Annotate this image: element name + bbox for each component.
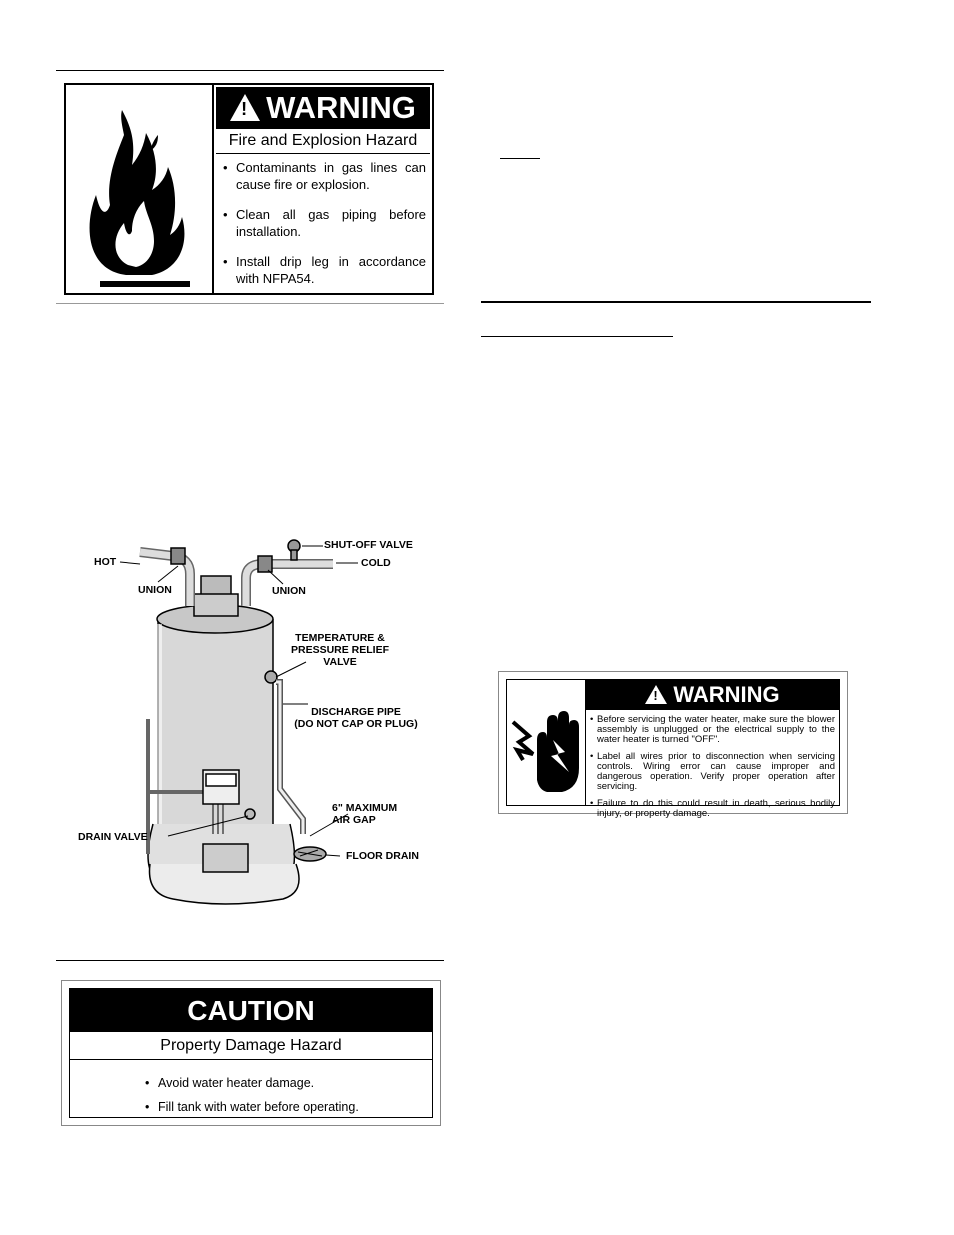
water-heater-illustration — [119, 539, 358, 905]
caution-top-rule — [56, 960, 444, 961]
electric-shock-hand-icon — [511, 711, 579, 792]
warning-signal-word: WARNING — [266, 90, 416, 125]
caution-banner: CAUTION — [70, 989, 432, 1032]
fire-warning-box: WARNING Fire and Explosion Hazard Contam… — [64, 83, 434, 295]
flame-pictogram — [66, 85, 214, 293]
underline-rule-right — [481, 336, 673, 337]
list-item: Fill tank with water before operating. — [142, 1099, 359, 1115]
flame-icon — [89, 110, 190, 287]
list-item: Label all wires prior to disconnection w… — [590, 752, 835, 792]
alert-triangle-icon — [230, 93, 261, 121]
label-shutoff-valve: SHUT-OFF VALVE — [324, 539, 413, 551]
list-item: Contaminants in gas lines can cause fire… — [220, 159, 426, 193]
alert-triangle-icon — [645, 684, 668, 704]
label-hot: HOT — [94, 556, 117, 568]
label-union-left: UNION — [138, 584, 172, 596]
shock-pictogram — [507, 680, 586, 805]
label-air-gap: 6" MAXIMUM AIR GAP — [332, 802, 398, 826]
hazard-title: Property Damage Hazard — [70, 1032, 432, 1060]
short-underline-right — [500, 158, 540, 159]
electrical-warning-box: WARNING Before servicing the water heate… — [498, 671, 848, 819]
list-item: Failure to do this could result in death… — [590, 799, 835, 819]
label-discharge-pipe: DISCHARGE PIPE (DO NOT CAP OR PLUG) — [294, 706, 418, 730]
warning-list: Contaminants in gas lines can cause fire… — [220, 159, 426, 300]
warning-signal-word: WARNING — [673, 682, 780, 707]
list-item: Avoid water heater damage. — [142, 1075, 359, 1091]
list-item: Before servicing the water heater, make … — [590, 715, 835, 745]
water-heater-diagram: HOT UNION SHUT-OFF VALVE COLD UNION TEMP… — [78, 534, 428, 914]
caution-box: CAUTION Property Damage Hazard Avoid wat… — [61, 980, 441, 1126]
label-union-right: UNION — [272, 585, 306, 597]
section-rule-right — [481, 301, 871, 303]
label-drain-valve: DRAIN VALVE — [78, 831, 148, 843]
caution-list: Avoid water heater damage. Fill tank wit… — [142, 1075, 359, 1123]
list-item: Clean all gas piping before installation… — [220, 206, 426, 240]
warning-banner: WARNING — [586, 680, 839, 710]
label-tp-relief: TEMPERATURE & PRESSURE RELIEF VALVE — [290, 632, 390, 668]
bottom-rule-warning-left — [56, 303, 444, 304]
warning-list: Before servicing the water heater, make … — [590, 715, 835, 826]
list-item: Install drip leg in accordance with NFPA… — [220, 253, 426, 287]
hazard-title: Fire and Explosion Hazard — [216, 129, 430, 154]
top-rule-left — [56, 70, 444, 71]
warning-banner: WARNING — [216, 87, 430, 129]
label-cold: COLD — [361, 557, 391, 569]
label-floor-drain: FLOOR DRAIN — [346, 850, 419, 862]
